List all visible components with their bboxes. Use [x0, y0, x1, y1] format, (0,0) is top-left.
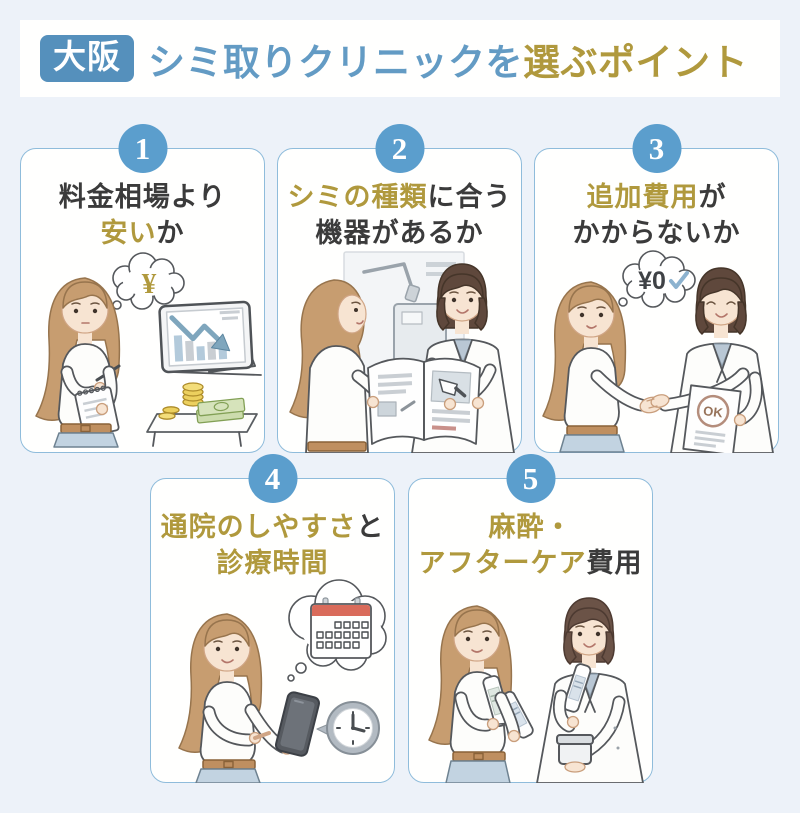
card-4-illustration: [151, 578, 394, 783]
open-brochure-icon: [366, 357, 485, 445]
card-3-title: 追加費用が かからないか: [535, 180, 778, 251]
scene-phone-schedule: [178, 579, 387, 783]
doctor-woman: [536, 597, 644, 783]
card-1-illustration: ¥: [21, 248, 264, 448]
region-badge: 大阪: [40, 35, 134, 82]
check-icon: [669, 271, 689, 289]
card-3-illustration: ¥0: [535, 248, 778, 453]
patient-woman: [35, 277, 121, 448]
card-5-title-gold-1: 麻酔・: [488, 512, 573, 542]
coins-icon: [158, 382, 204, 420]
zero-yen-label: ¥0: [638, 267, 666, 295]
thought-bubble-icon: ¥0: [611, 250, 696, 314]
patient-woman: [289, 279, 393, 453]
handshake-icon: [639, 394, 670, 414]
card-2-illustration: [278, 248, 521, 453]
ok-document-icon: OK: [682, 384, 742, 453]
point-card-5: 5 麻酔・ アフターケア費用: [408, 454, 653, 783]
laser-handpiece-icon: [438, 378, 467, 398]
card-5-illustration: [409, 578, 652, 783]
smartphone-icon: [274, 691, 320, 757]
card-2-title: シミの種類に合う 機器があるか: [278, 180, 521, 251]
banknotes-icon: [196, 397, 246, 424]
scene-price-research: ¥: [35, 252, 262, 448]
card-4-title-gold-1: 通院のしやすさ: [160, 512, 357, 542]
card-1-title-gold-2: 安い: [100, 217, 157, 248]
cream-jar-icon: [556, 734, 594, 765]
scene-handshake: ¥0: [542, 250, 774, 453]
page-title-blue: シミ取りクリニックを: [148, 42, 523, 84]
point-card-1: 1 料金相場より 安いか ¥: [20, 124, 265, 453]
scene-aftercare-products: [428, 597, 644, 783]
card-5-title: 麻酔・ アフターケア費用: [409, 510, 652, 581]
header-bar: 大阪 シミ取りクリニックを選ぶポイント: [20, 20, 780, 97]
number-badge-2: 2: [375, 124, 424, 173]
page-title-gold: 選ぶポイント: [523, 42, 748, 84]
card-3-title-dark-2: かからないか: [572, 217, 741, 248]
card-1-title-dark-2: か: [156, 217, 185, 248]
patient-woman: [178, 613, 320, 783]
thought-bubble-icon: ¥: [105, 252, 185, 317]
point-card-4: 4 通院のしやすさと 診療時間: [150, 454, 395, 783]
number-badge-3: 3: [632, 124, 681, 173]
point-card-2: 2 シミの種類に合う 機器があるか: [277, 124, 522, 453]
card-4-title: 通院のしやすさと 診療時間: [151, 510, 394, 581]
patient-woman: [542, 281, 648, 453]
patient-woman: [428, 605, 534, 783]
card-1-title-dark-1: 料金相場より: [58, 182, 227, 212]
calendar-icon: [310, 597, 372, 659]
card-4-title-gold-2: 診療時間: [216, 547, 329, 578]
card-3-title-dark-1: が: [698, 182, 727, 212]
card-1-title: 料金相場より 安いか: [21, 180, 264, 251]
cream-tube-icon: [562, 663, 592, 713]
card-2-title-gold-1: シミの種類: [287, 182, 428, 212]
point-card-3: 3 追加費用が かからないか ¥0: [534, 124, 779, 453]
card-3-title-gold-1: 追加費用: [586, 182, 699, 212]
scene-machine-brochure: [289, 251, 515, 453]
number-badge-4: 4: [248, 454, 297, 503]
clock-icon: [316, 701, 380, 755]
calendar-bubble-icon: [287, 579, 387, 682]
card-2-title-dark-2: 機器があるか: [315, 217, 484, 248]
page-title: シミ取りクリニックを選ぶポイント: [148, 32, 748, 86]
number-badge-5: 5: [506, 454, 555, 503]
tablet-chart-icon: [158, 300, 262, 376]
yen-symbol: ¥: [142, 268, 157, 300]
card-5-title-gold-2: アフターケア: [418, 547, 587, 578]
card-4-title-dark-1: と: [356, 512, 385, 542]
card-5-title-dark-2: 費用: [586, 547, 643, 578]
card-2-title-dark-1: に合う: [427, 182, 512, 212]
number-badge-1: 1: [118, 124, 167, 173]
ok-label: OK: [702, 403, 724, 420]
